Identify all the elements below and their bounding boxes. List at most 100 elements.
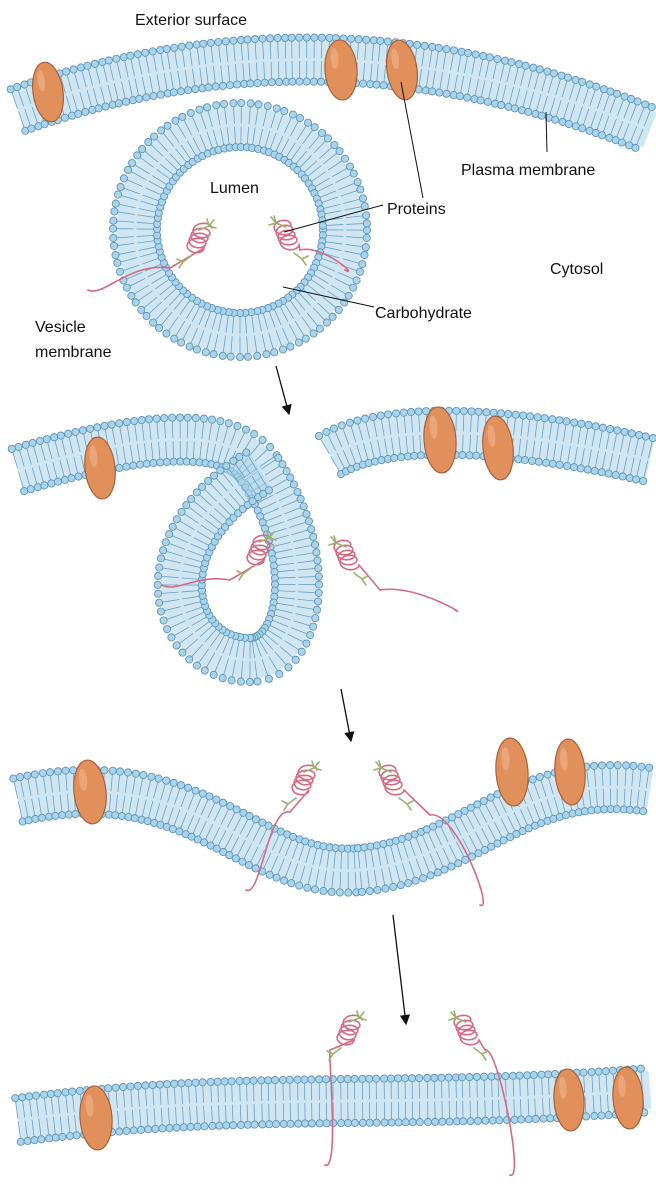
- plasma-membrane-stage3-right-head: [397, 881, 404, 888]
- plasma-membrane-stage1-head: [157, 91, 164, 98]
- plasma-membrane-stage2-right-head: [578, 420, 585, 427]
- fusing-vesicle-right-head: [305, 518, 312, 525]
- plasma-membrane-stage4-head: [322, 1076, 329, 1083]
- plasma-membrane-stage2-left-head: [157, 459, 164, 466]
- plasma-membrane-stage4-head: [201, 1123, 208, 1130]
- plasma-membrane-stage1-head: [317, 78, 324, 85]
- plasma-membrane-stage3-right-head: [500, 837, 507, 844]
- plasma-membrane-stage4-head: [130, 1127, 137, 1134]
- vesicle-membrane-head: [230, 100, 237, 107]
- plasma-membrane-stage1-head: [61, 114, 68, 121]
- plasma-membrane-stage3-right-head: [536, 773, 543, 780]
- plasma-membrane-stage2-right-head: [391, 454, 398, 461]
- plasma-membrane-stage2-right-head: [619, 473, 626, 480]
- plasma-membrane-stage2-right-head: [505, 410, 512, 417]
- plasma-membrane-stage3-left-head: [345, 889, 352, 896]
- plasma-membrane-stage2-left-head: [150, 459, 157, 466]
- fusing-vesicle-left-head: [228, 677, 235, 684]
- plasma-membrane-stage4-head: [373, 1075, 380, 1082]
- plasma-membrane-stage4-head: [446, 1118, 453, 1125]
- vesicle-membrane-head: [244, 353, 251, 360]
- plasma-membrane-stage1-head: [75, 110, 82, 117]
- plasma-membrane-stage2-right-head: [556, 417, 563, 424]
- plasma-membrane-stage4-head: [46, 1135, 53, 1142]
- fusing-vesicle-left-head: [186, 656, 193, 663]
- fusing-vesicle-left-head: [223, 462, 230, 469]
- fusing-vesicle-right-head: [310, 533, 317, 540]
- plasma-membrane-stage3-left-head: [213, 796, 220, 803]
- plasma-membrane-stage2-left-head: [225, 420, 232, 427]
- plasma-membrane-stage2-right-head: [535, 458, 542, 465]
- plasma-membrane-stage3-left: [10, 766, 362, 896]
- plasma-membrane-stage3-right-head: [529, 776, 536, 783]
- plasma-membrane-stage1-head: [102, 103, 109, 110]
- vesicle-membrane-head: [124, 166, 131, 173]
- plasma-membrane-stage1-head: [134, 51, 141, 58]
- fusing-vesicle-right-head: [314, 557, 321, 564]
- plasma-membrane-stage4-head: [142, 1082, 149, 1089]
- leader-proteins-1: [401, 82, 423, 198]
- plasma-membrane-stage2-left-head: [43, 436, 50, 443]
- plasma-membrane-stage3-left-head: [46, 769, 53, 776]
- plasma-membrane-stage4-head: [467, 1118, 474, 1125]
- plasma-membrane-stage2-left-head: [36, 437, 43, 444]
- plasma-membrane-stage2-left-head: [161, 414, 168, 421]
- plasma-membrane-stage3-right-head: [434, 869, 441, 876]
- plasma-membrane-stage4-head: [409, 1119, 416, 1126]
- vesicle-membrane-head: [323, 319, 330, 326]
- plasma-membrane-stage4-head: [359, 1119, 366, 1126]
- vesicle-membrane-head: [179, 113, 186, 120]
- plasma-membrane-stage1-head: [373, 81, 380, 88]
- plasma-membrane-stage4-head: [598, 1112, 605, 1119]
- label-carbohydrate: Carbohydrate: [375, 305, 472, 322]
- plasma-membrane-stage1-head: [380, 82, 387, 89]
- plasma-membrane-stage2-left-head: [50, 434, 57, 441]
- plasma-membrane-stage4-head: [338, 1119, 345, 1126]
- plasma-membrane-stage4-head: [424, 1074, 431, 1081]
- plasma-membrane-stage1-head: [205, 84, 212, 91]
- glycoprotein-vesicle-left-helix: [170, 223, 212, 268]
- vesicle-membrane-head: [171, 335, 178, 342]
- label-vesicle-membrane-line2: membrane: [35, 344, 112, 361]
- plasma-membrane-stage3-left-head: [148, 773, 155, 780]
- plasma-membrane-stage2-left-tail: [173, 441, 174, 457]
- plasma-membrane-stage1-head: [436, 89, 443, 96]
- plasma-membrane-stage2-right-head: [411, 452, 418, 459]
- plasma-membrane-stage1-head: [185, 87, 192, 94]
- vesicle-membrane-head: [210, 351, 217, 358]
- plasma-membrane-stage1-head: [363, 36, 370, 43]
- plasma-membrane-stage4-head: [373, 1119, 380, 1126]
- plasma-membrane-stage3-left-head: [273, 874, 280, 881]
- plasma-membrane-stage1-head: [311, 34, 318, 41]
- plasma-membrane-stage3-left-head: [304, 884, 311, 891]
- plasma-membrane-stage4-head: [26, 1093, 33, 1100]
- plasma-membrane-stage4-head: [112, 1084, 119, 1091]
- plasma-membrane-stage4-head: [19, 1094, 26, 1101]
- plasma-membrane-stage3-right-head: [581, 808, 588, 815]
- plasma-membrane-stage3-right-head: [441, 866, 448, 873]
- vesicle-membrane-head: [361, 252, 368, 259]
- fusing-vesicle-left-head: [156, 564, 163, 571]
- fusing-vesicle-left-head: [188, 495, 195, 502]
- plasma-membrane-stage4-head: [52, 1134, 59, 1141]
- plasma-membrane-stage1-head: [261, 79, 268, 86]
- vesicle-membrane-head: [186, 343, 193, 350]
- plasma-membrane-stage2-right-head: [592, 423, 599, 430]
- vesicle-membrane-head: [163, 330, 170, 337]
- plasma-membrane-stage1-head: [536, 66, 543, 73]
- plasma-membrane-stage4-head: [416, 1119, 423, 1126]
- plasma-membrane-stage1-head: [450, 47, 457, 54]
- plasma-membrane-stage2-right-tail: [463, 415, 464, 431]
- plasma-membrane-stage2-left-head: [143, 460, 150, 467]
- plasma-membrane-stage3-left-head: [206, 793, 213, 800]
- plasma-membrane-stage4-head: [432, 1118, 439, 1125]
- plasma-membrane-stage4-head: [402, 1119, 409, 1126]
- plasma-membrane-stage3-left-head: [132, 770, 139, 777]
- plasma-membrane-stage3-left-head: [192, 787, 199, 794]
- plasma-membrane-stage1-head: [414, 41, 421, 48]
- vesicle-membrane-head: [132, 299, 139, 306]
- fusing-vesicle-left-head: [217, 467, 224, 474]
- plasma-membrane-stage4-head: [591, 1112, 598, 1119]
- plasma-membrane-stage4-head: [344, 1119, 351, 1126]
